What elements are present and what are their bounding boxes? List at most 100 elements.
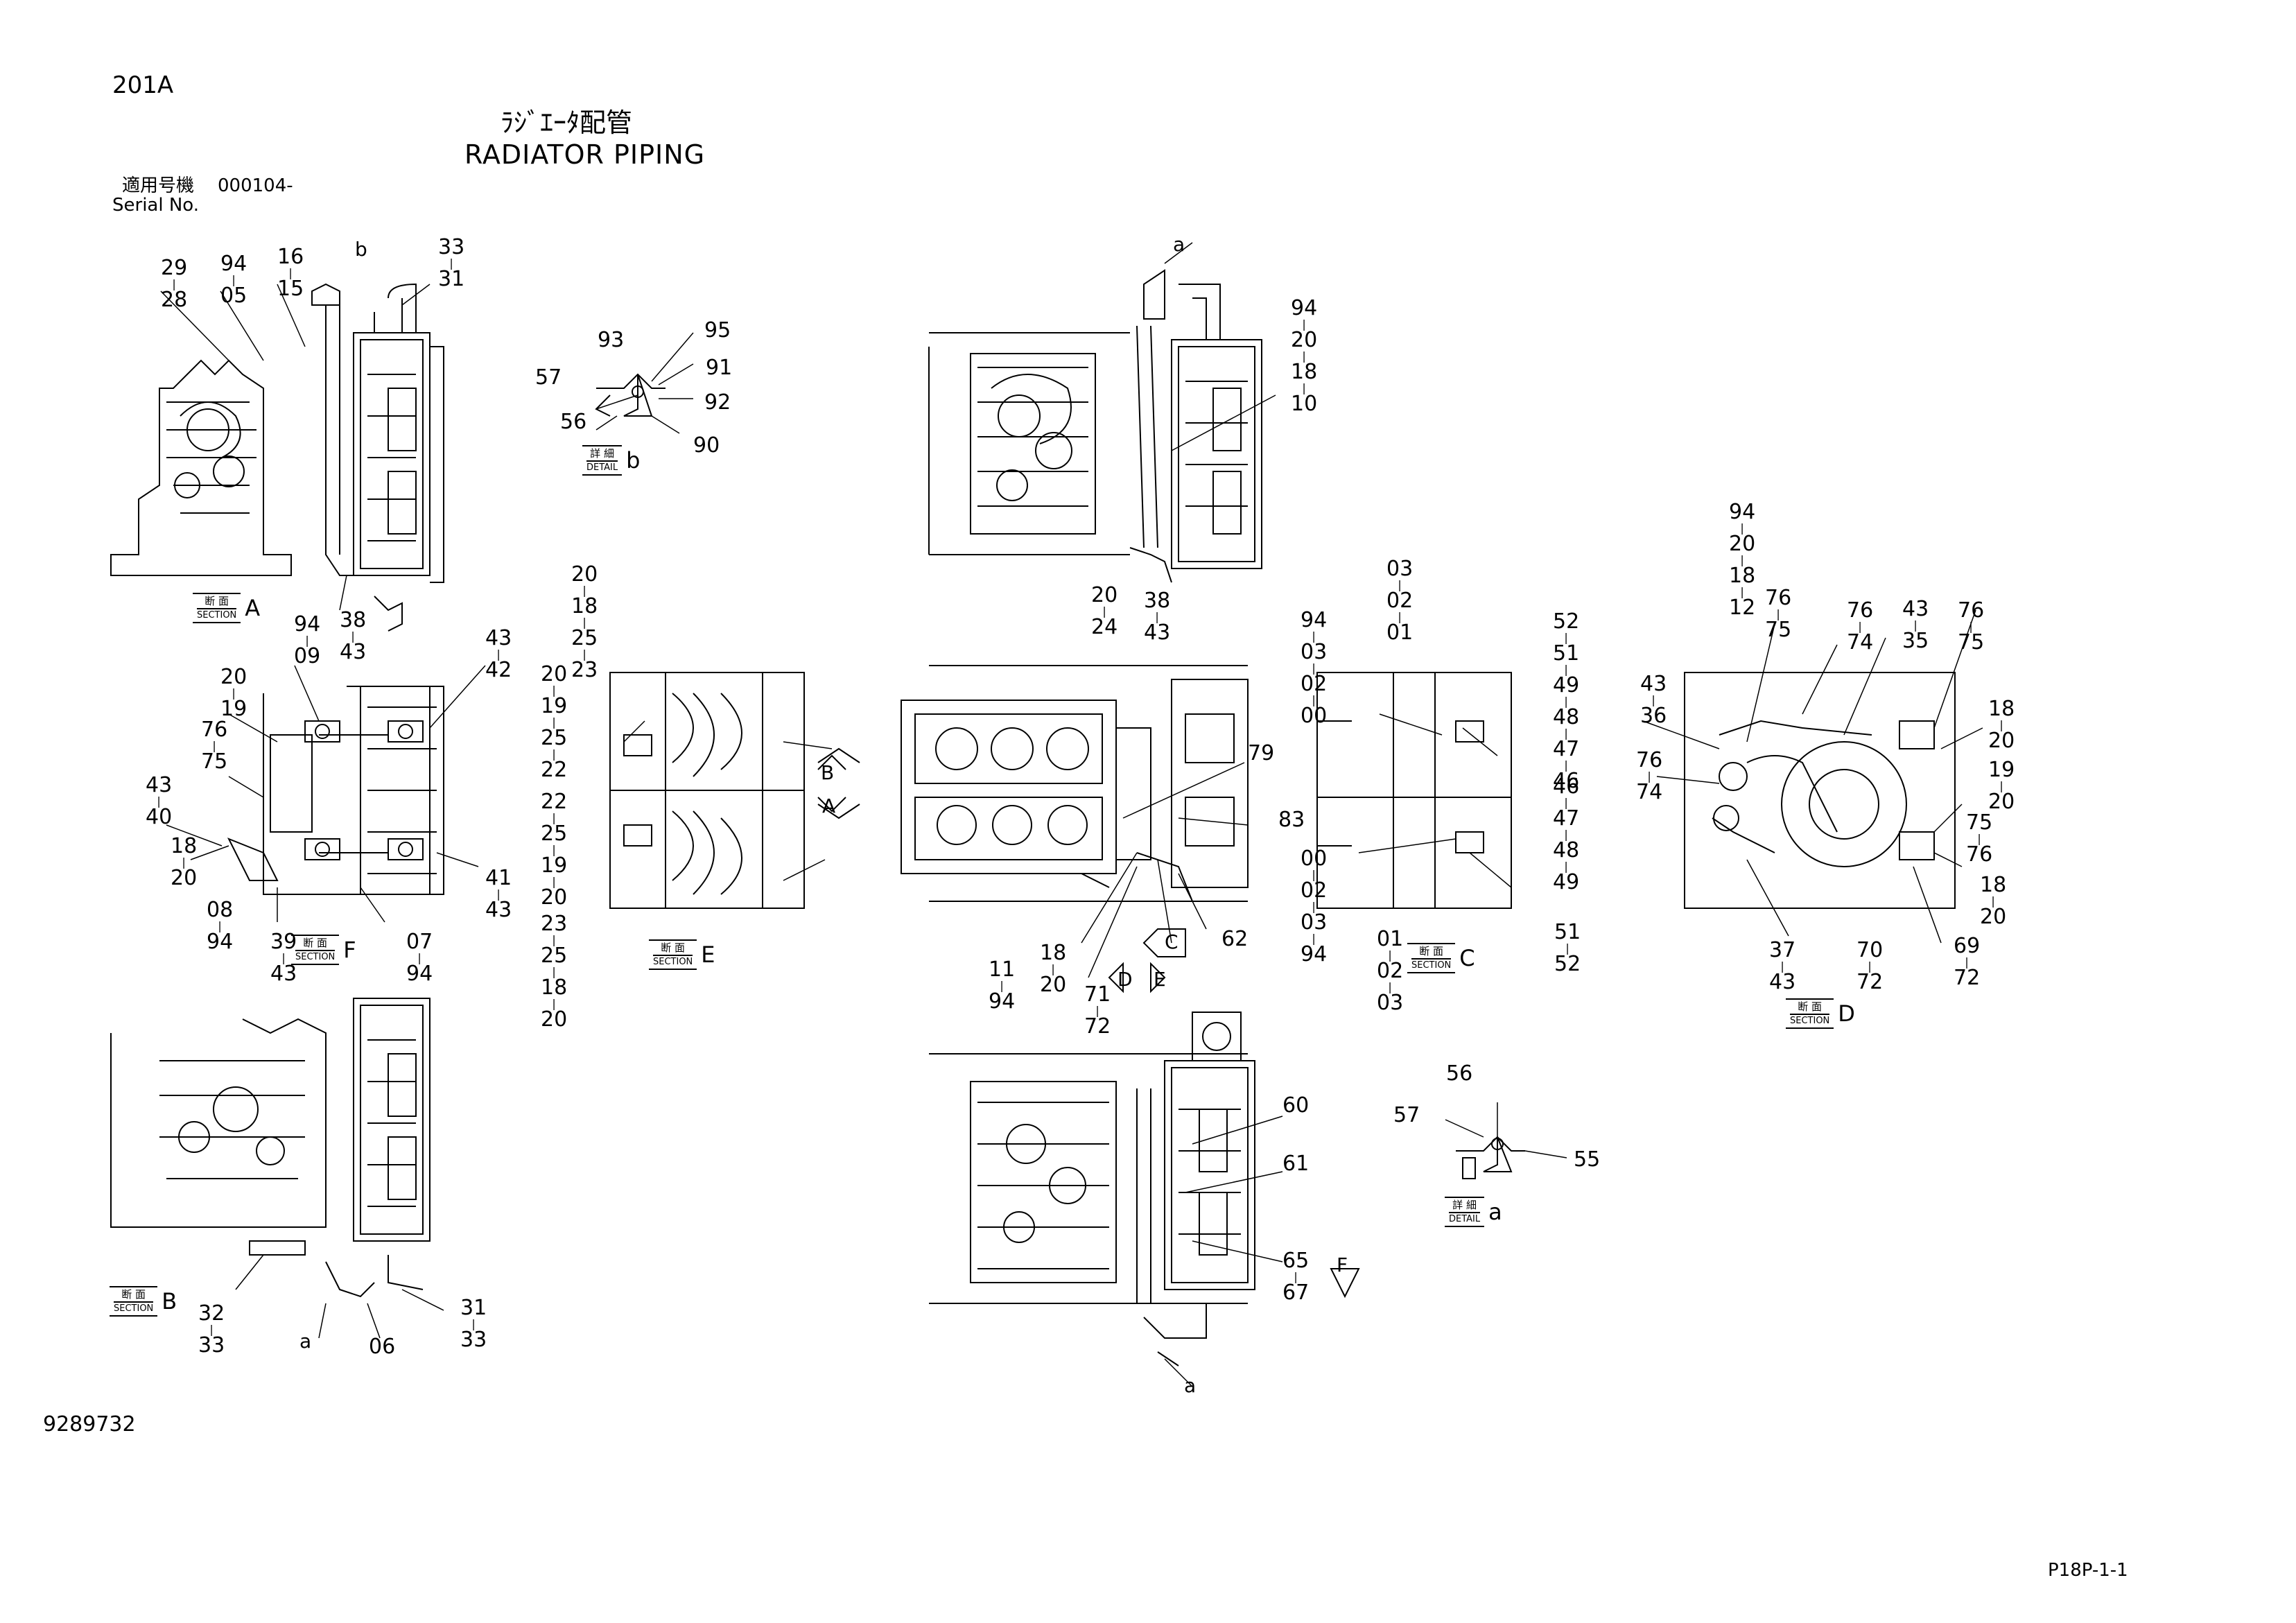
part-number: 76 [201, 718, 228, 742]
callout-stack: 94|09 [294, 614, 320, 667]
callout-stack: 46|47|48|49 [1553, 776, 1579, 893]
title-english: RADIATOR PIPING [464, 139, 706, 170]
callout-separator: | [1740, 585, 1744, 598]
part-number: 33 [438, 235, 465, 259]
part-number: 43 [270, 962, 297, 986]
part-number: 71 [1084, 982, 1111, 1007]
part-number: 18 [171, 834, 198, 858]
callout-stack: 00|02|03|94 [1301, 849, 1327, 965]
part-number: 02 [1301, 672, 1328, 696]
part-number: 51 [1554, 920, 1581, 944]
callout-separator: | [1398, 610, 1402, 623]
page-reference: P18P-1-1 [2048, 1560, 2128, 1581]
part-number: 07 [406, 930, 433, 954]
part-number: 76 [1958, 598, 1985, 623]
part-number: 90 [693, 433, 720, 458]
part-number: 94 [1729, 500, 1756, 524]
part-number: 47 [1553, 806, 1580, 831]
part-number: 52 [1554, 952, 1581, 976]
part-number: 92 [704, 390, 731, 415]
part-number: 18 [541, 975, 568, 1000]
part-number: 38 [1144, 589, 1171, 613]
serial-label-jp: 適用号機 [122, 175, 195, 196]
part-number: 48 [1553, 838, 1580, 862]
callout-stack: 43|40 [146, 775, 172, 828]
callout-stack: 92 [704, 392, 731, 413]
part-number: 09 [294, 644, 321, 668]
part-number: 57 [1393, 1103, 1420, 1127]
part-number: 20 [1988, 729, 2015, 753]
part-number: 20 [1729, 532, 1756, 556]
part-number: 28 [161, 288, 188, 312]
part-number: 56 [560, 410, 587, 434]
view-marker-e: E [1154, 968, 1166, 991]
callout-separator: | [209, 1323, 214, 1336]
callout-stack: 69|72 [1954, 936, 1980, 989]
page-code: 201A [112, 71, 174, 99]
view-marker-a: A [822, 795, 836, 817]
callout-separator: | [281, 951, 286, 964]
callout-stack: 95 [704, 320, 731, 341]
callout-separator: | [1095, 1004, 1099, 1017]
part-number: 18 [1291, 360, 1318, 384]
callout-separator: | [582, 584, 586, 597]
part-number: 20 [571, 562, 598, 587]
part-number: 15 [277, 277, 304, 301]
part-number: 39 [270, 930, 297, 954]
callout-separator: | [1000, 979, 1004, 992]
view-arrows [817, 754, 1360, 1299]
detail-b-view [595, 373, 666, 417]
callout-separator: | [471, 1317, 476, 1330]
callout-separator: | [552, 875, 556, 888]
section-a-view [110, 283, 444, 632]
callout-stack: 18|20 [1988, 699, 2015, 752]
part-number: 23 [541, 912, 568, 936]
callout-separator: | [1564, 828, 1568, 841]
part-number: 03 [1377, 991, 1404, 1015]
callout-stack: 79 [1248, 743, 1274, 764]
part-number: 75 [1765, 618, 1792, 642]
part-number: 19 [220, 697, 247, 721]
callout-stack: 56 [1446, 1064, 1472, 1084]
callout-stack: 76|75 [1765, 588, 1791, 641]
callout-separator: | [1051, 962, 1055, 975]
callout-stack: 18|20 [1980, 875, 2006, 928]
callout-separator: | [1647, 770, 1651, 783]
callout-separator: | [1312, 868, 1316, 881]
callout-stack: 37|43 [1769, 940, 1795, 993]
callout-stack: 94|05 [220, 254, 247, 306]
callout-stack: 38|43 [1144, 591, 1170, 643]
callout-separator: | [1102, 605, 1106, 618]
part-number: 00 [1301, 847, 1328, 871]
callout-stack: 71|72 [1084, 984, 1111, 1037]
callout-separator: | [552, 933, 556, 946]
part-number: 83 [1278, 808, 1305, 832]
part-number: 94 [220, 252, 247, 276]
part-number: 37 [1769, 938, 1796, 962]
part-number: 56 [1446, 1061, 1473, 1086]
part-number: 25 [541, 822, 568, 846]
callout-stack: 20|18|25|23 [571, 564, 598, 681]
section-c-view [1316, 672, 1512, 909]
part-number: 19 [541, 694, 568, 718]
part-number: 43 [485, 626, 512, 650]
callout-stack: 38|43 [340, 610, 366, 663]
callout-stack: 62 [1221, 929, 1248, 950]
callout-separator: | [552, 715, 556, 729]
part-number: 62 [1221, 927, 1249, 951]
callout-stack: 11|94 [989, 960, 1015, 1012]
callout-separator: | [552, 684, 556, 697]
callout-separator: | [351, 630, 355, 643]
serial-label-en: Serial No. [112, 195, 199, 216]
callout-separator: | [1294, 1270, 1298, 1283]
part-number: 00 [1301, 704, 1328, 728]
part-number: 55 [1574, 1147, 1601, 1172]
callout-separator: | [1969, 620, 1973, 633]
callout-separator: | [1913, 618, 1917, 632]
callout-separator: | [1564, 758, 1568, 772]
callout-separator: | [218, 919, 222, 932]
part-number: 65 [1282, 1249, 1310, 1273]
part-number: 02 [1386, 589, 1414, 613]
